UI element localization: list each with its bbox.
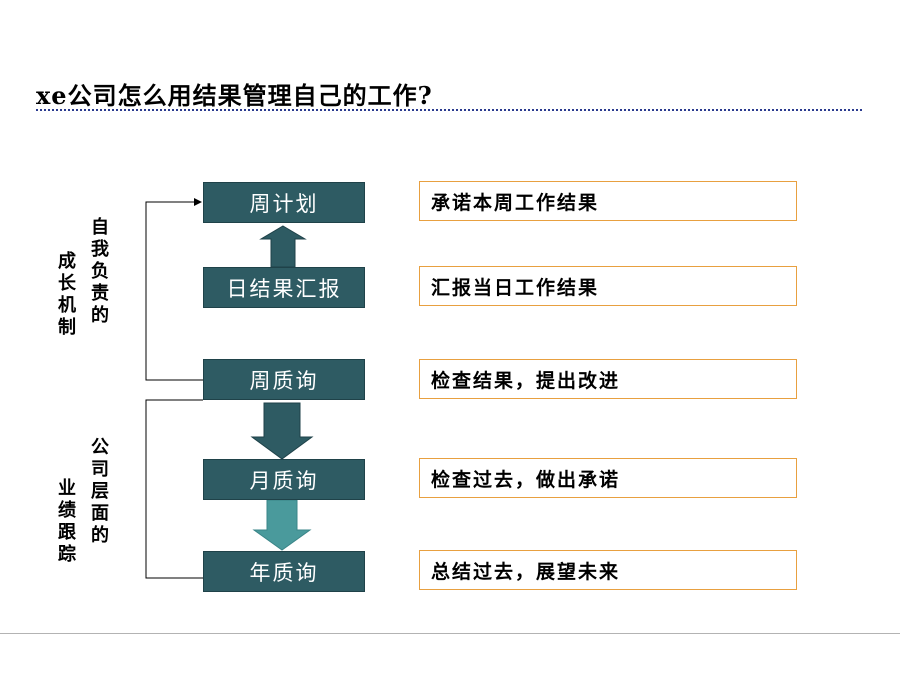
title-divider <box>36 109 862 111</box>
step-monthly-review: 月质询 <box>203 459 365 500</box>
step-daily-report: 日结果汇报 <box>203 267 365 308</box>
group-label-company-col1: 公司层面的 <box>91 437 109 546</box>
group-label-self-growth-col1: 自我负责的 <box>91 217 109 326</box>
down-arrow-icon <box>252 499 312 551</box>
desc-daily-report: 汇报当日工作结果 <box>419 266 797 306</box>
feedback-bracket-lower <box>145 399 203 579</box>
feedback-bracket-upper <box>145 198 203 381</box>
page-title: xe公司怎么用结果管理自己的工作? <box>36 81 433 110</box>
step-weekly-review: 周质询 <box>203 359 365 400</box>
desc-yearly-review: 总结过去，展望未来 <box>419 550 797 590</box>
desc-monthly-review: 检查过去，做出承诺 <box>419 458 797 498</box>
up-arrow-icon <box>259 225 307 268</box>
desc-weekly-plan: 承诺本周工作结果 <box>419 181 797 221</box>
group-label-company-col2: 业绩跟踪 <box>58 478 76 565</box>
step-yearly-review: 年质询 <box>203 551 365 592</box>
step-weekly-plan: 周计划 <box>203 182 365 223</box>
footer-divider <box>0 633 900 634</box>
down-arrow-icon <box>250 402 314 460</box>
desc-weekly-review: 检查结果，提出改进 <box>419 359 797 399</box>
group-label-self-growth-col2: 成长机制 <box>58 251 76 338</box>
